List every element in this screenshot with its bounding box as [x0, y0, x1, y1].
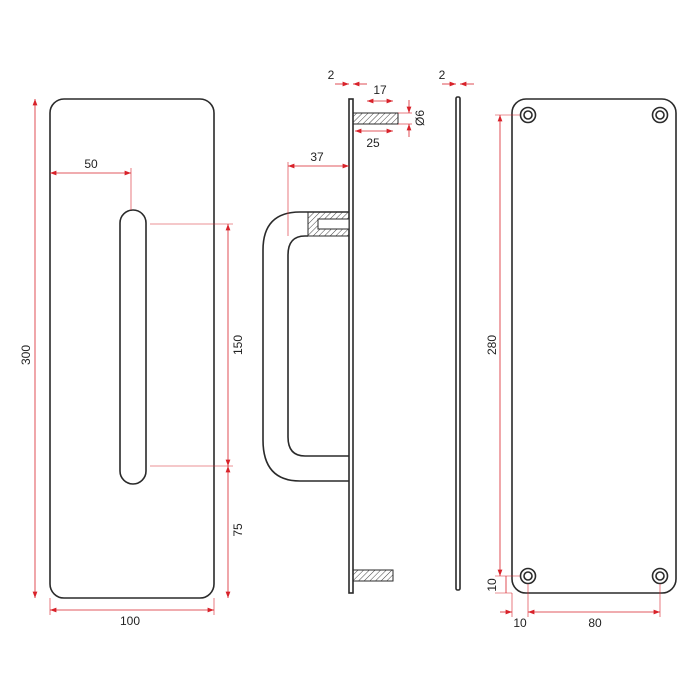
dim-edge-offset-vertical-label: 10 — [485, 578, 499, 592]
screw-hole-top-left — [519, 106, 537, 124]
side-view: 2 17 25 Ø6 37 — [262, 68, 427, 594]
dim-screw-diameter-label: Ø6 — [413, 110, 427, 126]
screw-hole-top-right — [651, 106, 669, 124]
dim-hole-spacing-horizontal-label: 80 — [588, 616, 602, 630]
dim-hole-spacing-vertical-label: 280 — [485, 335, 499, 355]
dim-bottom-offset-label: 75 — [231, 523, 245, 537]
back-view: 280 10 10 80 — [485, 98, 677, 630]
dim-slot-offset-label: 50 — [84, 157, 98, 171]
dim-edge-thickness-label: 2 — [439, 68, 446, 82]
top-screw — [352, 112, 399, 125]
dim-slot-length-label: 150 — [231, 335, 245, 355]
front-plate — [49, 98, 215, 599]
dim-screw-thread-label: 17 — [373, 83, 387, 97]
pull-handle-inner — [287, 235, 349, 457]
side-plate — [348, 98, 354, 594]
plate-edge-view: 2 — [439, 68, 474, 591]
dim-plate-thickness-label: 2 — [328, 68, 335, 82]
bottom-screw — [352, 569, 394, 582]
edge-plate — [455, 96, 461, 591]
dim-width-label: 100 — [120, 614, 140, 628]
screw-hole-bottom-left — [519, 567, 537, 585]
handle-slot — [119, 209, 147, 485]
dim-height-label: 300 — [19, 345, 33, 365]
dim-screw-length-label: 25 — [366, 136, 380, 150]
screw-hole-bottom-right — [651, 567, 669, 585]
back-plate — [511, 98, 677, 594]
front-view: 300 50 150 75 100 — [19, 98, 245, 628]
dim-edge-offset-horizontal-label: 10 — [513, 616, 527, 630]
boss-screw-hole — [317, 218, 350, 230]
dim-handle-projection-label: 37 — [310, 150, 324, 164]
pull-handle-outer — [262, 211, 349, 482]
